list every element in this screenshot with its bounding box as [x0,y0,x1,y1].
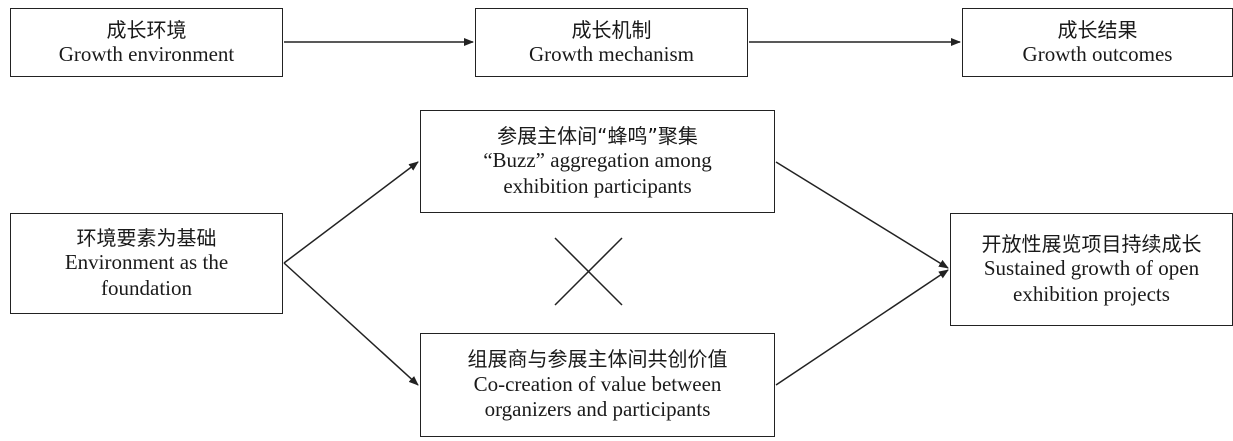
sustained-growth-box: 开放性展览项目持续成长 Sustained growth of open exh… [950,213,1233,326]
arrow-buzz-to-growth [775,161,949,269]
environment-foundation-en-line1: Environment as the [64,250,229,275]
environment-foundation-zh: 环境要素为基础 [76,225,217,250]
arrow-foundation-to-cocreation [283,262,419,386]
growth-mechanism-zh: 成长机制 [571,17,652,42]
growth-mechanism-header-box: 成长机制 Growth mechanism [475,8,748,77]
growth-environment-en: Growth environment [58,41,235,66]
buzz-aggregation-en-line1: “Buzz” aggregation among [483,148,712,173]
value-cocreation-en-line2: organizers and participants [484,397,711,422]
value-cocreation-en-line1: Co-creation of value between [473,371,722,396]
value-cocreation-zh: 组展商与参展主体间共创价值 [467,347,728,372]
interaction-cross-line-b [554,237,623,306]
buzz-aggregation-en-line2: exhibition participants [503,173,692,198]
buzz-aggregation-zh: 参展主体间“蜂鸣”聚集 [497,123,698,148]
sustained-growth-en-line2: exhibition projects [1013,281,1170,306]
environment-foundation-en-line2: foundation [101,275,192,300]
buzz-aggregation-box: 参展主体间“蜂鸣”聚集 “Buzz” aggregation among exh… [420,110,775,213]
growth-environment-zh: 成长环境 [106,17,187,42]
growth-mechanism-en: Growth mechanism [528,41,695,66]
growth-environment-header-box: 成长环境 Growth environment [10,8,283,77]
sustained-growth-zh: 开放性展览项目持续成长 [981,231,1202,256]
value-cocreation-box: 组展商与参展主体间共创价值 Co-creation of value betwe… [420,333,775,437]
arrow-cocreation-to-growth [775,269,949,386]
arrow-foundation-to-buzz [283,161,419,264]
growth-outcomes-header-box: 成长结果 Growth outcomes [962,8,1233,77]
growth-outcomes-en: Growth outcomes [1022,41,1173,66]
growth-outcomes-zh: 成长结果 [1057,17,1138,42]
sustained-growth-en-line1: Sustained growth of open [983,256,1200,281]
environment-foundation-box: 环境要素为基础 Environment as the foundation [10,213,283,314]
